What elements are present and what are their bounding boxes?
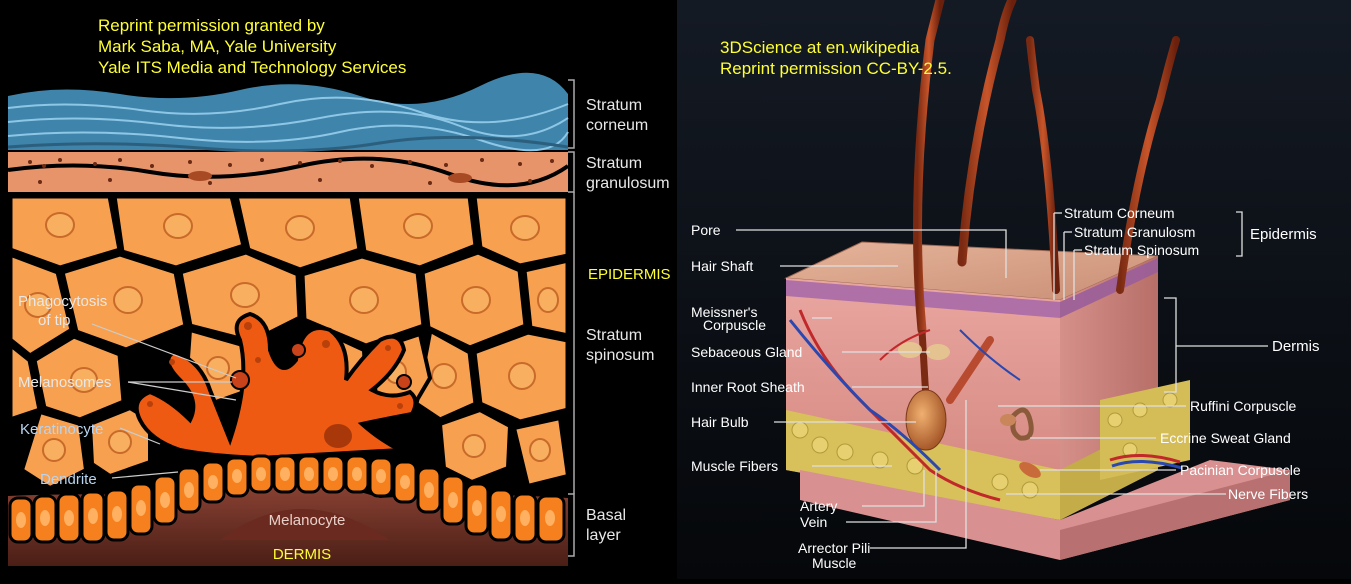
label-keratinocyte: Keratinocyte <box>20 421 103 438</box>
label-stratum-granulosum-2: granulosum <box>586 175 670 192</box>
label-eccrine: Eccrine Sweat Gland <box>1160 430 1291 446</box>
label-stratum-spinosum-2: spinosum <box>586 347 654 364</box>
label-arrector-pili-1: Arrector Pili <box>798 540 870 556</box>
label-hair-bulb: Hair Bulb <box>691 414 749 430</box>
label-vein: Vein <box>800 514 827 530</box>
label-stratum-corneum-2: corneum <box>586 117 648 134</box>
label-melanosomes: Melanosomes <box>18 374 111 391</box>
label-pacinian: Pacinian Corpuscle <box>1180 462 1301 478</box>
left-panel: Reprint permission granted by Mark Saba,… <box>0 0 675 579</box>
label-stratum-corneum-1: Stratum <box>586 97 642 114</box>
label-nerve-fibers: Nerve Fibers <box>1228 486 1308 502</box>
label-melanocyte: Melanocyte <box>269 512 346 529</box>
left-credit-line-2: Mark Saba, MA, Yale University <box>98 37 337 56</box>
label-epidermis: EPIDERMIS <box>588 266 671 283</box>
label-stratum-granulosm: Stratum Granulosm <box>1074 224 1195 240</box>
label-meissners-2: Corpuscle <box>703 317 766 333</box>
label-phagocytosis-1: Phagocytosis <box>18 293 107 310</box>
right-credit-line-2: Reprint permission CC-BY-2.5. <box>720 59 952 78</box>
right-panel: 3DScience at en.wikipedia Reprint permis… <box>677 0 1351 579</box>
label-muscle-fibers: Muscle Fibers <box>691 458 778 474</box>
label-stratum-corneum: Stratum Corneum <box>1064 205 1174 221</box>
label-stratum-spinosum-1: Stratum <box>586 327 642 344</box>
label-phagocytosis-2: of tip <box>38 312 71 329</box>
right-credit-line-1: 3DScience at en.wikipedia <box>720 38 920 57</box>
label-hair-shaft: Hair Shaft <box>691 258 753 274</box>
stratum-granulosum-layer <box>8 152 568 192</box>
label-stratum-granulosum-1: Stratum <box>586 155 642 172</box>
label-dendrite: Dendrite <box>40 471 97 488</box>
label-stratum-spinosum: Stratum Spinosum <box>1084 242 1199 258</box>
label-basal-1: Basal <box>586 507 626 524</box>
left-credit-line-1: Reprint permission granted by <box>98 16 325 35</box>
label-inner-root-sheath: Inner Root Sheath <box>691 379 805 395</box>
label-ruffini: Ruffini Corpuscle <box>1190 398 1297 414</box>
label-basal-2: layer <box>586 527 621 544</box>
label-dermis-right: Dermis <box>1272 338 1320 355</box>
left-credit-line-3: Yale ITS Media and Technology Services <box>98 58 406 77</box>
label-pore: Pore <box>691 222 721 238</box>
label-arrector-pili-2: Muscle <box>812 555 857 571</box>
label-epidermis-right: Epidermis <box>1250 226 1317 243</box>
label-dermis-left: DERMIS <box>273 546 331 563</box>
label-sebaceous-gland: Sebaceous Gland <box>691 344 802 360</box>
label-artery: Artery <box>800 498 837 514</box>
